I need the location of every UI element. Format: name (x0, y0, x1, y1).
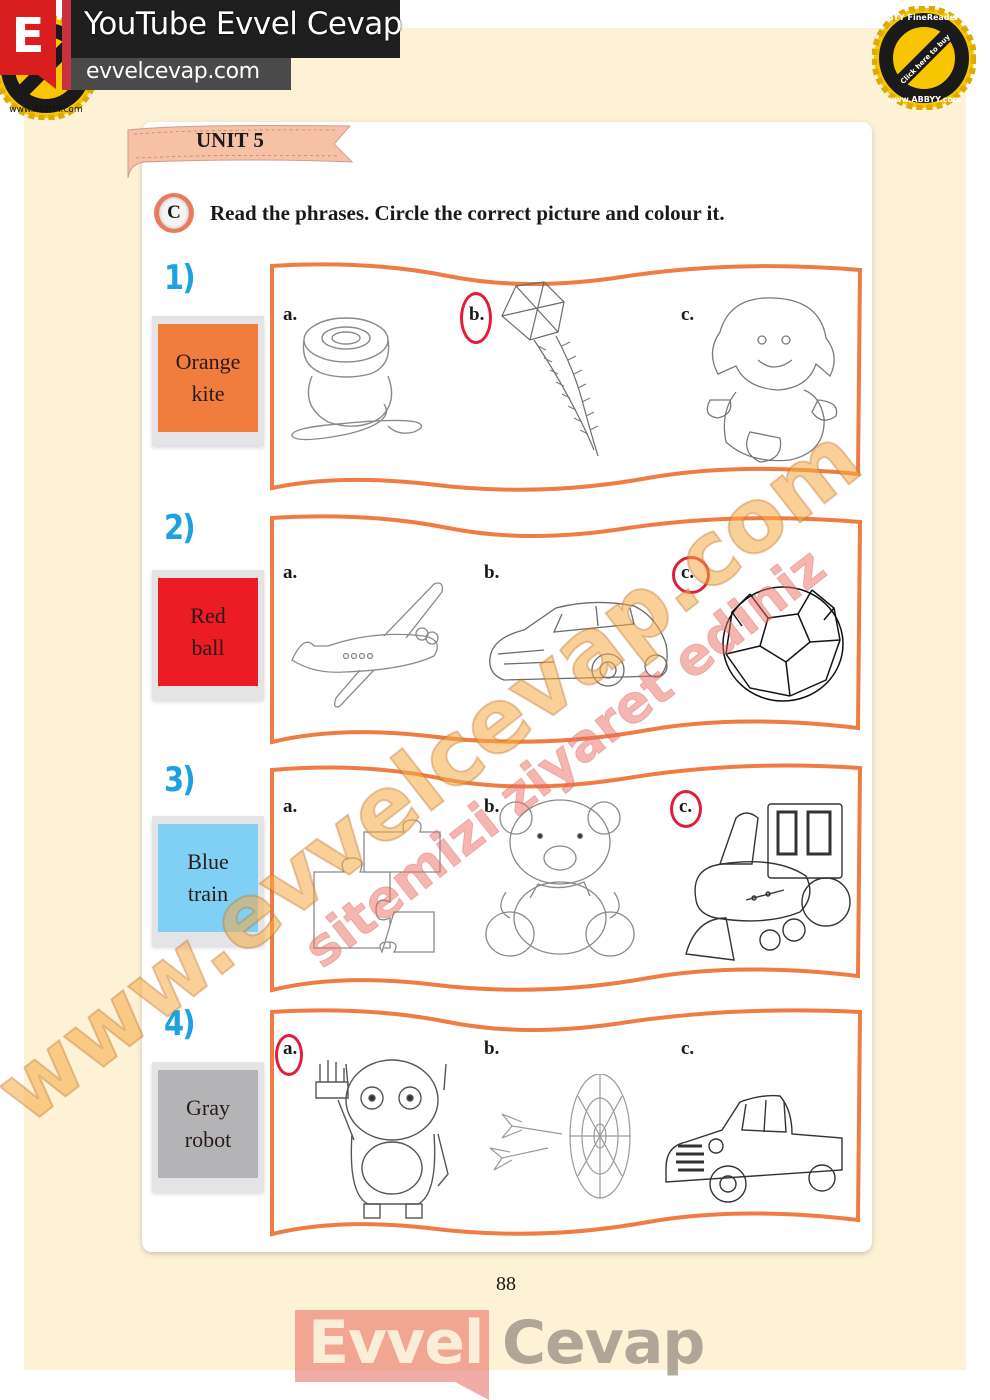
footer-watermark-evvel: Evvel (308, 1308, 484, 1378)
page-number: 88 (496, 1273, 516, 1295)
option-label-c[interactable]: c. (681, 562, 695, 583)
banner-accent (62, 0, 71, 90)
darts-picture[interactable] (482, 1074, 632, 1204)
option-label-c[interactable]: c. (681, 304, 695, 325)
channel-title[interactable]: YouTube Evvel Cevap (84, 6, 402, 42)
option-label-b[interactable]: b. (484, 1038, 500, 1059)
yoyo-picture[interactable] (288, 310, 448, 450)
phrase-word-color: Gray (186, 1095, 230, 1120)
phrase-card: Blue train (152, 816, 264, 946)
channel-banner (66, 0, 400, 58)
truck-picture[interactable] (662, 1086, 846, 1208)
answer-circle (670, 790, 702, 828)
ball-picture[interactable] (720, 584, 846, 704)
answer-circle (460, 292, 492, 344)
exercise-badge: C (154, 193, 194, 233)
seal-bottom-text: www.ABBYY.com (9, 105, 82, 115)
instruction-text: Read the phrases. Circle the correct pic… (210, 201, 725, 225)
phrase-color-swatch: Gray robot (158, 1070, 258, 1178)
phrase-word-toy: kite (191, 381, 225, 406)
option-label-b[interactable]: b. (469, 304, 485, 325)
footer-watermark-tail (455, 1382, 489, 1400)
option-label-a[interactable]: a. (283, 304, 298, 325)
footer-watermark-box (295, 1310, 489, 1382)
puzzle-picture[interactable] (294, 812, 454, 962)
option-label-c[interactable]: c. (679, 796, 693, 817)
seal-top-text: ABBYY FineReader 15 (875, 13, 973, 22)
site-banner (66, 58, 291, 90)
question-number: 2) (164, 508, 196, 548)
option-label-a[interactable]: a. (283, 1038, 298, 1059)
phrase-color-swatch: Blue train (158, 824, 258, 932)
question-number: 4) (164, 1004, 196, 1044)
train-picture[interactable] (676, 790, 852, 968)
doll-picture[interactable] (700, 292, 850, 468)
option-label-c[interactable]: c. (681, 1038, 695, 1059)
phrase-word-toy: ball (191, 635, 225, 660)
unit-ribbon (127, 125, 354, 178)
option-label-b[interactable]: b. (484, 796, 500, 817)
answer-circle (275, 1034, 303, 1076)
robot-picture[interactable] (298, 1054, 468, 1222)
phrase-color-swatch: Orange kite (158, 324, 258, 432)
unit-label: UNIT 5 (196, 128, 264, 152)
question-number: 1) (164, 258, 196, 298)
teddy-bear-picture[interactable] (480, 788, 640, 960)
phrase-card: Red ball (152, 570, 264, 700)
phrase-word-toy: robot (184, 1127, 232, 1152)
option-label-a[interactable]: a. (283, 796, 298, 817)
option-label-b[interactable]: b. (484, 562, 500, 583)
exercise-letter: C (159, 197, 189, 229)
site-link[interactable]: evvelcevap.com (86, 59, 260, 84)
phrase-word-color: Orange (175, 349, 241, 374)
phrase-word-color: Blue (187, 849, 229, 874)
phrase-color-swatch: Red ball (158, 578, 258, 686)
airplane-picture[interactable] (284, 574, 464, 710)
phrase-card: Gray robot (152, 1062, 264, 1192)
option-label-a[interactable]: a. (283, 562, 298, 583)
question-number: 3) (164, 760, 196, 800)
footer-watermark-cevap: Cevap (502, 1308, 705, 1378)
phrase-card: Orange kite (152, 316, 264, 446)
evvel-logo-icon[interactable]: E (0, 0, 56, 89)
phrase-word-toy: train (187, 881, 229, 906)
options-frame (270, 514, 863, 745)
car-picture[interactable] (484, 594, 674, 694)
answer-circle (672, 556, 710, 594)
phrase-word-color: Red (190, 603, 226, 628)
options-frame (270, 262, 863, 492)
kite-picture[interactable] (494, 280, 614, 460)
seal-bottom-text: www.ABBYY.com (887, 95, 962, 104)
abbyy-seal-icon[interactable]: ABBYY FineReader 15 Click here to buy ww… (872, 6, 976, 110)
